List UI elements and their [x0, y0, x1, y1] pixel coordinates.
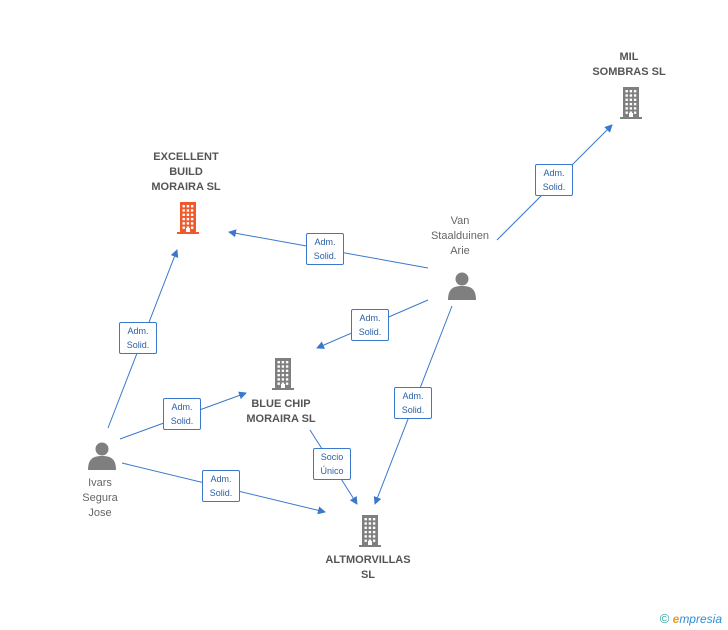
brand-name: mpresia: [679, 612, 722, 626]
building-icon: [359, 515, 381, 547]
edge-role-label: Adm.: [210, 474, 232, 484]
edge-role-label: Solid.: [209, 488, 233, 498]
building-icon: [272, 358, 294, 390]
edge-badge-ivars-excellent: Adm. Solid.: [119, 322, 157, 354]
node-label-bluechip[interactable]: BLUE CHIP MORAIRA SL: [246, 398, 316, 425]
building-icon: [177, 202, 199, 234]
node-label-excellent[interactable]: EXCELLENT BUILD MORAIRA SL: [151, 151, 221, 193]
node-label-ivars[interactable]: Ivars Segura Jose: [82, 477, 118, 519]
person-icon: [88, 442, 116, 470]
copyright-icon: ©: [659, 611, 670, 626]
edge-badge-van-altmor: Adm. Solid.: [394, 387, 432, 419]
person-icon: [448, 272, 476, 300]
edge-role-label: Adm.: [359, 313, 381, 323]
edge-badge-ivars-bluechip: Adm. Solid.: [163, 398, 201, 430]
edge-role-label: Solid.: [401, 405, 425, 415]
node-label-mil[interactable]: MIL SOMBRAS SL: [592, 51, 666, 78]
edge-role-label: Solid.: [126, 340, 150, 350]
edge-role-label: Solid.: [358, 327, 382, 337]
edge-badge-van-bluechip: Adm. Solid.: [351, 309, 389, 341]
edge-role-label: Único: [320, 466, 344, 476]
brand-logo-e: e: [672, 612, 680, 626]
node-label-van[interactable]: Van Staalduinen Arie: [430, 215, 490, 257]
edge-badge-ivars-altmor: Adm. Solid.: [202, 470, 240, 502]
edge-role-label: Solid.: [313, 251, 337, 261]
edge-role-label: Solid.: [542, 182, 566, 192]
edge-badge-van-mil: Adm. Solid.: [535, 164, 573, 196]
footer-brand: © empresia: [660, 611, 722, 626]
building-icon: [620, 87, 642, 119]
edge-role-label: Adm.: [314, 237, 336, 247]
edge-role-label: Adm.: [543, 168, 565, 178]
edge-role-label: Adm.: [402, 391, 424, 401]
edge-role-label: Adm.: [127, 326, 149, 336]
edge-badge-van-excellent: Adm. Solid.: [306, 233, 344, 265]
edge-role-label: Adm.: [171, 402, 193, 412]
edge-role-label: Solid.: [170, 416, 194, 426]
node-label-altmor[interactable]: ALTMORVILLAS SL: [325, 554, 411, 581]
edge-role-label: Socio: [320, 452, 344, 462]
